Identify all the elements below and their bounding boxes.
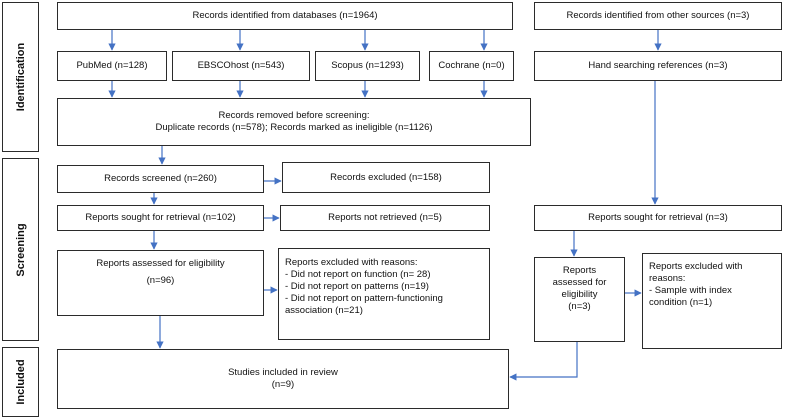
assessed-other-line: eligibility	[561, 289, 598, 300]
excluded-other-line: - Sample with index	[649, 285, 732, 296]
pubmed-box: PubMed (n=128)	[57, 51, 167, 81]
records-removed-box: Records removed before screening: Duplic…	[57, 98, 531, 146]
hand-search-text: Hand searching references (n=3)	[588, 60, 728, 71]
arrow-assessed-other-included	[509, 342, 578, 381]
excluded-reason-line: Reports excluded with reasons:	[285, 257, 418, 268]
ebscohost-text: EBSCOhost (n=543)	[197, 60, 285, 71]
excluded-reason-line: - Did not report on pattern-functioning	[285, 293, 443, 304]
assessed-other-line: Reports	[562, 265, 597, 276]
phase-screening: Screening	[2, 158, 39, 341]
reports-sought-box: Reports sought for retrieval (n=102)	[57, 205, 264, 231]
scopus-box: Scopus (n=1293)	[315, 51, 420, 81]
excluded-reason-line: - Did not report on function (n= 28)	[285, 269, 431, 280]
assessed-other-line: (n=3)	[568, 301, 591, 312]
excluded-reason-line: association (n=21)	[285, 305, 363, 316]
cochrane-text: Cochrane (n=0)	[438, 60, 505, 71]
records-excluded-box: Records excluded (n=158)	[282, 162, 490, 193]
databases-text: Records identified from databases (n=196…	[192, 10, 378, 21]
reports-assessed-box: Reports assessed for eligibility (n=96)	[57, 250, 264, 316]
studies-included-box: Studies included in review (n=9)	[57, 349, 509, 409]
reports-excluded-reasons-box: Reports excluded with reasons: - Did not…	[278, 248, 490, 340]
reports-assessed-other-box: Reports assessed for eligibility (n=3)	[534, 257, 625, 342]
scopus-text: Scopus (n=1293)	[331, 60, 404, 71]
records-screened-text: Records screened (n=260)	[104, 173, 217, 184]
reports-sought-other-text: Reports sought for retrieval (n=3)	[588, 212, 728, 223]
other-sources-box: Records identified from other sources (n…	[534, 2, 782, 30]
assessed-other-line: assessed for	[552, 277, 607, 288]
other-sources-text: Records identified from other sources (n…	[566, 10, 750, 21]
records-removed-title: Records removed before screening:	[218, 110, 370, 121]
reports-assessed-count: (n=96)	[146, 275, 175, 286]
ebscohost-box: EBSCOhost (n=543)	[172, 51, 310, 81]
phase-included: Included	[2, 347, 39, 417]
excluded-other-line: reasons:	[649, 273, 686, 284]
reports-sought-other-box: Reports sought for retrieval (n=3)	[534, 205, 782, 231]
excluded-reason-line: - Did not report on patterns (n=19)	[285, 281, 429, 292]
databases-box: Records identified from databases (n=196…	[57, 2, 513, 30]
reports-not-retrieved-box: Reports not retrieved (n=5)	[280, 205, 490, 231]
phase-identification: Identification	[2, 2, 39, 152]
excluded-other-line: Reports excluded with	[649, 261, 743, 272]
studies-included-title: Studies included in review	[228, 367, 338, 378]
pubmed-text: PubMed (n=128)	[76, 60, 148, 71]
records-removed-detail: Duplicate records (n=578); Records marke…	[155, 122, 433, 133]
excluded-other-line: condition (n=1)	[649, 297, 713, 308]
studies-included-count: (n=9)	[271, 379, 295, 390]
reports-assessed-title: Reports assessed for eligibility	[96, 258, 225, 269]
hand-search-box: Hand searching references (n=3)	[534, 51, 782, 81]
reports-sought-text: Reports sought for retrieval (n=102)	[85, 212, 236, 223]
reports-not-retrieved-text: Reports not retrieved (n=5)	[328, 212, 442, 223]
records-screened-box: Records screened (n=260)	[57, 165, 264, 193]
records-excluded-text: Records excluded (n=158)	[330, 171, 442, 183]
reports-excluded-other-box: Reports excluded with reasons: - Sample …	[642, 253, 782, 349]
cochrane-box: Cochrane (n=0)	[429, 51, 514, 81]
